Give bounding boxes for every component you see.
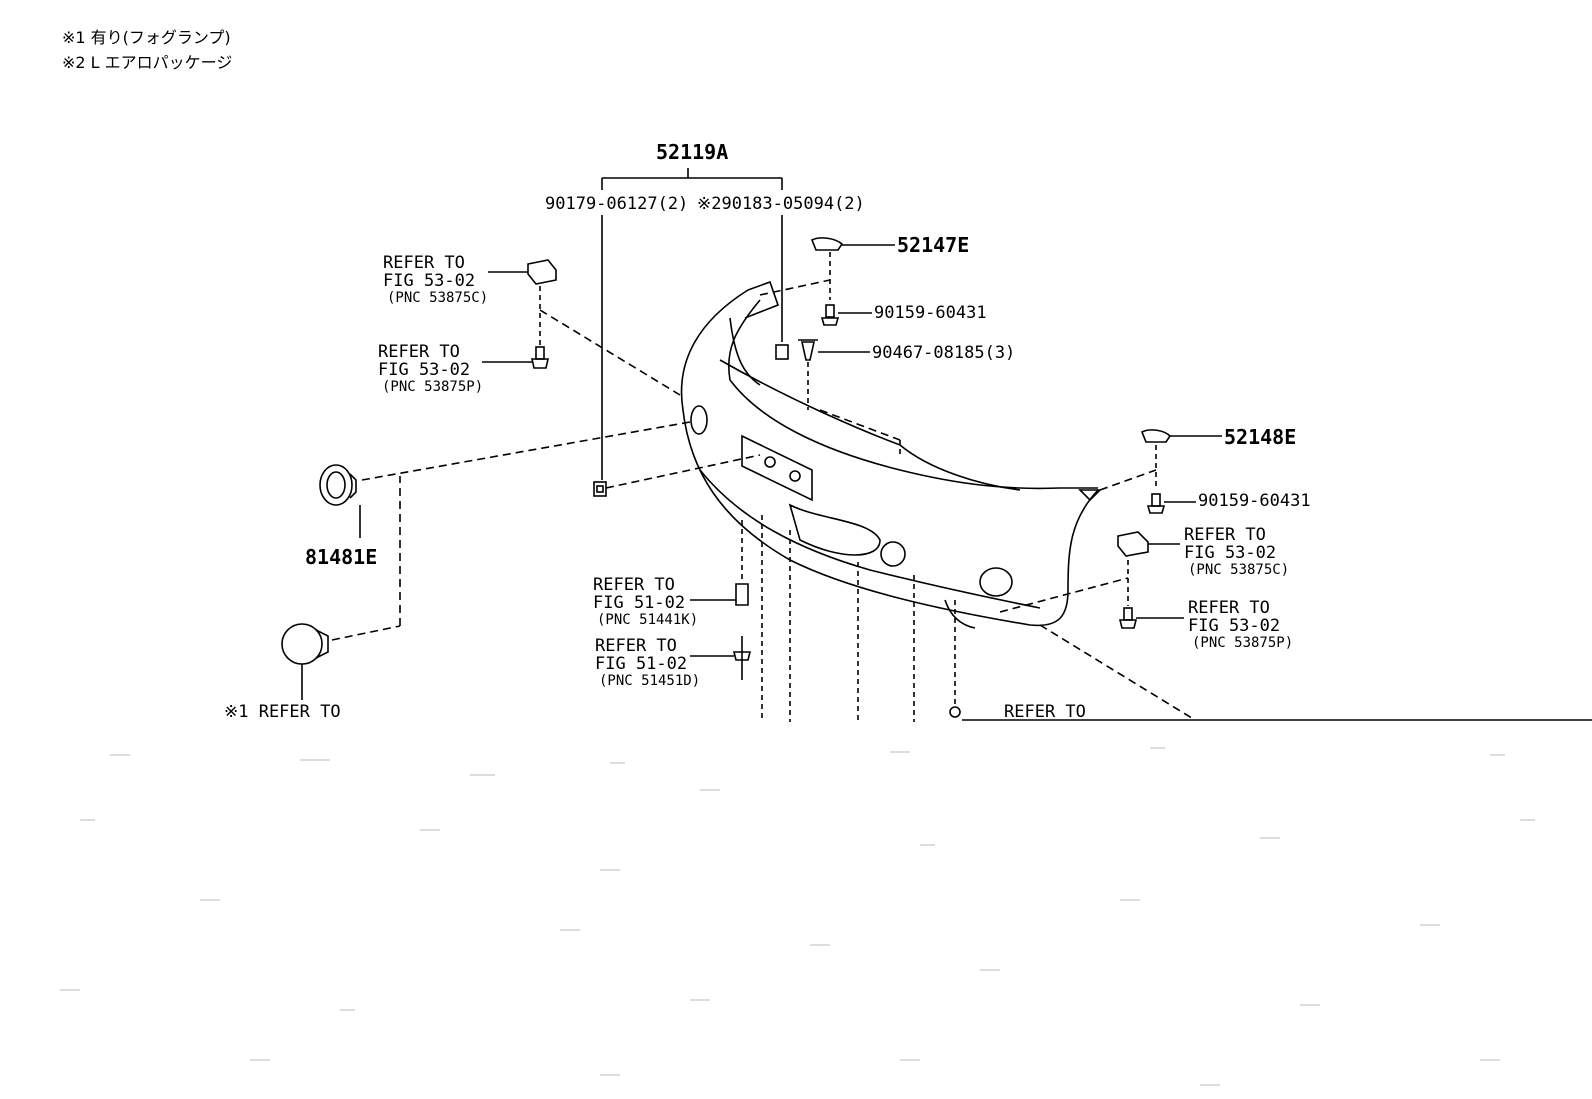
assy-bracket xyxy=(601,168,783,480)
refer-line: REFER TO xyxy=(378,342,460,362)
refer-line: ※1 REFER TO xyxy=(224,702,341,722)
bumper-cover xyxy=(680,280,1102,629)
refer-line: REFER TO xyxy=(1184,525,1266,545)
callout-90183-05094[interactable]: ※290183-05094(2) xyxy=(697,194,865,214)
fastener-ref6 xyxy=(690,636,752,680)
callout-90159-60431-right[interactable]: 90159-60431 xyxy=(1198,491,1311,511)
fastener-ref3 xyxy=(1117,531,1180,606)
refer-fig: FIG 53-02 xyxy=(383,271,476,291)
callout-81481e[interactable]: 81481E xyxy=(305,545,378,569)
refer-pnc: (PNC 51441K) xyxy=(597,612,699,628)
fastener-ref5 xyxy=(690,520,749,606)
fastener-ref4 xyxy=(1118,607,1184,629)
callout-52148e[interactable]: 52148E xyxy=(1224,425,1297,449)
clip-top xyxy=(798,339,870,410)
refer-pnc: (PNC 51451D) xyxy=(599,673,701,689)
refer-pnc: (PNC 53875C) xyxy=(1188,562,1290,578)
refer-line: REFER TO xyxy=(383,253,465,273)
refer-line: REFER TO xyxy=(1004,702,1086,722)
refer-line: REFER TO xyxy=(1188,598,1270,618)
fastener-ref2 xyxy=(482,346,549,369)
scan-noise xyxy=(60,747,1535,1086)
refer-pnc: (PNC 53875C) xyxy=(387,290,489,306)
refer-fig: FIG 51-02 xyxy=(595,654,688,674)
refer-pnc: (PNC 53875P) xyxy=(1192,635,1294,651)
callout-52119a[interactable]: 52119A xyxy=(656,140,729,164)
note-fog-lamp: ※1 有り(フォグランプ) xyxy=(62,28,231,47)
callout-90179-06127[interactable]: 90179-06127(2) xyxy=(545,194,689,214)
clip-90179 xyxy=(593,481,607,497)
bracket-52148e xyxy=(1140,429,1222,490)
clip-90183 xyxy=(775,344,789,360)
refer-line: REFER TO xyxy=(595,636,677,656)
refer-fig: FIG 53-02 xyxy=(1184,543,1277,563)
fastener-ref1 xyxy=(488,259,557,345)
callout-52147e[interactable]: 52147E xyxy=(897,233,970,257)
note-aero-package: ※2 L エアロパッケージ xyxy=(62,53,233,72)
refer-pnc: (PNC 53875P) xyxy=(382,379,484,395)
screw-top xyxy=(820,304,872,326)
callout-90467-08185[interactable]: 90467-08185(3) xyxy=(872,343,1016,363)
refer-fig: FIG 51-02 xyxy=(593,593,686,613)
fog-cover-81481e xyxy=(319,421,691,538)
bracket-52147e xyxy=(810,237,895,300)
callout-90159-60431-top[interactable]: 90159-60431 xyxy=(874,303,987,323)
refer-fig: FIG 53-02 xyxy=(378,360,471,380)
screw-right xyxy=(1146,493,1196,514)
refer-fig: FIG 53-02 xyxy=(1188,616,1281,636)
refer-line: REFER TO xyxy=(593,575,675,595)
fog-lamp xyxy=(281,476,401,700)
